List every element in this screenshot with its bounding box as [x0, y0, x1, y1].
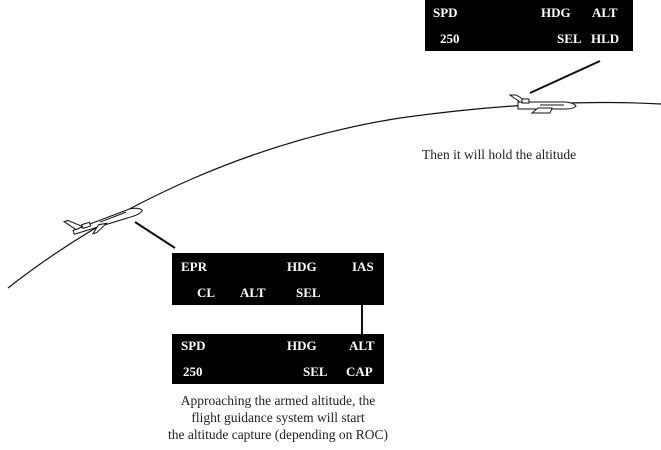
fma-capture-heading-mode-label: HDG [287, 338, 317, 353]
leader-line-climb [134, 221, 176, 249]
fma-climb-heading-value: SEL [296, 285, 321, 300]
caption-capture-line-2: flight guidance system will start [191, 410, 365, 425]
caption-altitude-hold: Then it will hold the altitude [422, 147, 577, 162]
fma-top-altitude-mode-label: ALT [592, 5, 618, 20]
fma-climb-pitch-mode-label: IAS [352, 259, 374, 274]
fma-top-speed-value: 250 [440, 31, 460, 46]
fma-climb-thrust-mode-label: EPR [181, 259, 207, 274]
fma-top-altitude-value: HLD [591, 31, 620, 46]
fma-panel-altitude-capture: SPD HDG ALT 250 SEL CAP [172, 334, 384, 384]
leader-line-top [529, 60, 601, 94]
fma-climb-armed-altitude: ALT [240, 285, 266, 300]
fma-top-speed-mode-label: SPD [433, 5, 458, 20]
fma-panel-climb: EPR HDG IAS CL ALT SEL [172, 253, 384, 305]
aircraft-level-icon [508, 94, 577, 114]
fma-top-heading-value: SEL [557, 31, 582, 46]
fma-top-heading-mode-label: HDG [541, 5, 571, 20]
fma-capture-speed-mode-label: SPD [181, 338, 206, 353]
fma-climb-thrust-value: CL [197, 285, 216, 300]
caption-capture-line-3: the altitude capture (depending on ROC) [167, 427, 389, 442]
fma-climb-heading-mode-label: HDG [287, 259, 317, 274]
fma-capture-altitude-value: CAP [346, 364, 373, 379]
fma-panel-altitude-hold: SPD HDG ALT 250 SEL HLD [425, 0, 633, 51]
fma-capture-speed-value: 250 [183, 364, 203, 379]
caption-capture-line-1: Approaching the armed altitude, the [180, 393, 376, 408]
aircraft-climbing-icon [62, 207, 143, 235]
fma-capture-altitude-mode-label: ALT [349, 338, 375, 353]
caption-altitude-capture: Approaching the armed altitude, the flig… [118, 392, 438, 443]
fma-capture-heading-value: SEL [303, 364, 328, 379]
